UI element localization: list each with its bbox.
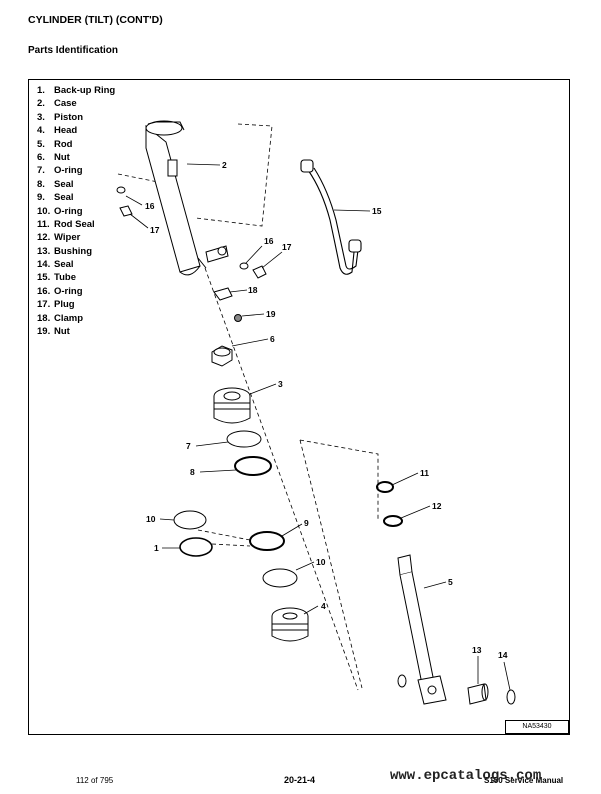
seal-14 xyxy=(506,689,516,705)
callout-10-right: 10 xyxy=(316,557,326,567)
legend-item: 10.O-ring xyxy=(37,205,83,217)
legend-item: 19.Nut xyxy=(37,326,70,338)
legend-item: 6.Nut xyxy=(37,151,70,163)
piston xyxy=(213,387,251,424)
callout-7: 7 xyxy=(186,441,191,451)
callout-5: 5 xyxy=(448,577,453,587)
callout-3: 3 xyxy=(278,379,283,389)
parts-legend: 1.Back-up Ring 2.Case 3.Piston 4.Head 5.… xyxy=(37,84,115,338)
callout-2: 2 xyxy=(222,160,227,170)
cylinder-case xyxy=(145,120,229,276)
callout-18: 18 xyxy=(248,285,258,295)
clamp xyxy=(213,287,233,301)
callout-19: 19 xyxy=(266,309,276,319)
callout-17-left: 17 xyxy=(150,225,160,235)
callout-9: 9 xyxy=(304,518,309,528)
back-up-ring xyxy=(179,537,213,557)
assembly-guide-lines xyxy=(117,123,379,691)
page-count: 112 of 795 xyxy=(76,776,114,785)
callout-12: 12 xyxy=(432,501,442,511)
legend-item: 8.Seal xyxy=(37,178,74,190)
rod-seal xyxy=(376,481,394,493)
legend-item: 17.Plug xyxy=(37,299,75,311)
callout-4: 4 xyxy=(321,601,326,611)
callout-16-right: 16 xyxy=(264,236,274,246)
manual-title: S150 Service Manual xyxy=(484,776,564,785)
piston-rod xyxy=(397,554,447,705)
o-ring-16-left xyxy=(116,186,126,194)
callout-15: 15 xyxy=(372,206,382,216)
figure-reference: NA53430 xyxy=(505,720,569,734)
wiper xyxy=(383,515,403,527)
o-ring-16-right xyxy=(239,262,249,270)
legend-item: 16.O-ring xyxy=(37,285,83,297)
legend-item: 15.Tube xyxy=(37,272,76,284)
callout-8: 8 xyxy=(190,467,195,477)
legend-item: 7.O-ring xyxy=(37,165,83,177)
plug-17-left xyxy=(119,205,133,217)
legend-item: 13.Bushing xyxy=(37,245,92,257)
nut-large xyxy=(211,345,233,367)
legend-item: 9.Seal xyxy=(37,192,74,204)
legend-item: 5.Rod xyxy=(37,138,73,150)
tilt-tube xyxy=(300,159,362,275)
legend-item: 12.Wiper xyxy=(37,232,81,244)
callout-10-left: 10 xyxy=(146,514,156,524)
page-title: CYLINDER (TILT) (CONT'D) xyxy=(28,14,163,26)
callout-1: 1 xyxy=(154,543,159,553)
legend-item: 11.Rod Seal xyxy=(37,218,95,230)
legend-item: 3.Piston xyxy=(37,111,84,123)
watermark: www.epcatalogs.com xyxy=(390,768,542,784)
o-ring-7 xyxy=(226,430,262,448)
callout-17-right: 17 xyxy=(282,242,292,252)
callout-13: 13 xyxy=(472,645,482,655)
legend-item: 14.Seal xyxy=(37,259,74,271)
figure-frame xyxy=(28,79,570,735)
leader-lines xyxy=(125,163,511,691)
plug-17-right xyxy=(252,265,267,279)
seal-9 xyxy=(249,531,285,551)
callout-6: 6 xyxy=(270,334,275,344)
callout-labels: 2 16 17 15 16 17 18 19 6 3 7 8 10 1 9 10… xyxy=(145,160,508,660)
section-subtitle: Parts Identification xyxy=(28,45,119,56)
cylinder-head xyxy=(271,607,309,642)
legend-item: 2.Case xyxy=(37,98,77,110)
bushing xyxy=(467,683,489,705)
section-number: 20-21-4 xyxy=(284,775,316,785)
o-ring-10-right xyxy=(262,568,298,588)
legend-item: 18.Clamp xyxy=(37,312,84,324)
o-ring-10-left xyxy=(173,510,207,530)
callout-14: 14 xyxy=(498,650,508,660)
exploded-parts-diagram: 2 16 17 15 16 17 18 19 6 3 7 8 10 1 9 10… xyxy=(116,120,516,705)
legend-item: 4.Head xyxy=(37,125,78,137)
legend-item: 1.Back-up Ring xyxy=(37,85,116,96)
seal-8 xyxy=(234,456,272,476)
seal-left-rod-end xyxy=(397,674,407,688)
callout-16-left: 16 xyxy=(145,201,155,211)
nut-small xyxy=(234,314,242,322)
callout-11: 11 xyxy=(420,468,429,478)
